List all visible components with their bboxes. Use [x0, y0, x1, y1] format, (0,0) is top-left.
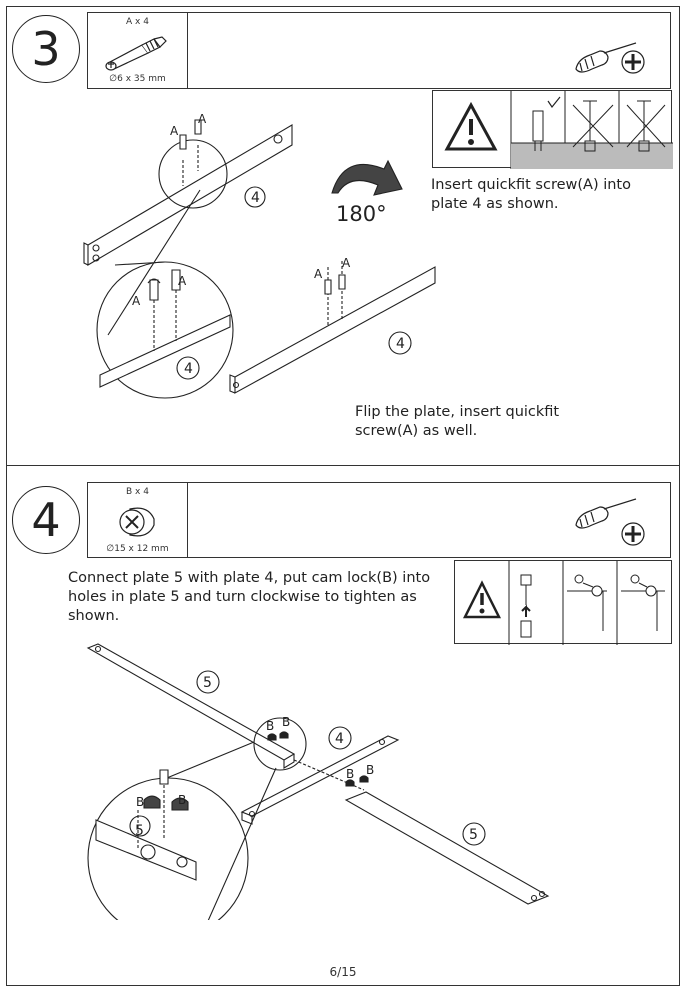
step-divider — [6, 465, 680, 466]
parts-box-step3: A x 4 ∅6 x 35 mm — [87, 12, 671, 89]
warning-panel-step4-art — [462, 561, 665, 645]
page-number: 6/15 — [329, 965, 357, 979]
label-b-6: B — [178, 793, 186, 807]
plate-5-lower — [344, 791, 550, 905]
screwdriver-icon-2 — [575, 498, 637, 529]
plate-4-mid — [240, 735, 400, 817]
step3-instruction-1: Insert quickfit screw(A) into plate 4 as… — [431, 177, 631, 212]
plate-5-upper — [86, 643, 296, 761]
phillips-head-icon-2 — [621, 522, 645, 546]
label-b-2: B — [282, 715, 290, 729]
plate-label-4c: 4 — [396, 336, 405, 352]
label-a-3: A — [132, 294, 141, 308]
part-b-size: ∅15 x 12 mm — [106, 544, 169, 554]
plate-label-5b: 5 — [469, 827, 478, 843]
label-b-5: B — [136, 795, 144, 809]
label-a-1: A — [170, 124, 179, 138]
part-a-qty: A x 4 — [126, 17, 149, 27]
rotation-label: 180° — [336, 202, 387, 226]
step-number-3: 3 — [12, 15, 80, 83]
screwdriver-icon — [575, 42, 637, 73]
part-cell-b: B x 4 ∅15 x 12 mm — [88, 483, 188, 557]
step4-instruction: Connect plate 5 with plate 4, put cam lo… — [68, 570, 431, 624]
step4-illustration: B B B B B B 5 4 5 5 — [86, 643, 550, 920]
part-cell-a: A x 4 ∅6 x 35 mm — [88, 13, 188, 88]
plate-4-upper — [87, 124, 293, 266]
magnifier-step4-top — [253, 717, 307, 771]
part-b-qty: B x 4 — [126, 487, 149, 497]
plate-label-5c: 5 — [135, 823, 144, 839]
plate-label-4b: 4 — [184, 361, 193, 377]
warning-panel-step3-art — [444, 91, 673, 169]
label-a-5: A — [314, 267, 323, 281]
cam-lock-icon — [119, 507, 155, 537]
label-a-6: A — [342, 256, 351, 270]
page-frame — [6, 6, 680, 986]
plate-label-4a: 4 — [251, 190, 260, 206]
phillips-head-icon — [621, 50, 645, 74]
plate-4-lower — [234, 266, 436, 394]
parts-box-step4: B x 4 ∅15 x 12 mm — [87, 482, 671, 558]
plate-label-5a: 5 — [203, 675, 212, 691]
step-number-4: 4 — [12, 486, 80, 554]
plate-label-4d: 4 — [335, 731, 344, 747]
label-b-4: B — [366, 763, 374, 777]
part-a-size: ∅6 x 35 mm — [109, 74, 166, 84]
rotation-arrow — [331, 159, 403, 196]
magnifier-step4-detail — [87, 777, 249, 920]
warning-panel-step4 — [454, 560, 672, 645]
label-a-4: A — [178, 274, 187, 288]
step3-instruction-2: Flip the plate, insert quickfit screw(A)… — [355, 404, 560, 439]
magnifier-top — [158, 139, 228, 209]
label-a-2: A — [198, 112, 207, 126]
step3-illustration: A A A A A A 4 4 4 — [83, 112, 436, 399]
label-b-1: B — [266, 719, 274, 733]
label-b-3: B — [346, 767, 354, 781]
warning-panel-step3 — [432, 90, 673, 169]
quickfit-screw-icon — [105, 36, 167, 71]
